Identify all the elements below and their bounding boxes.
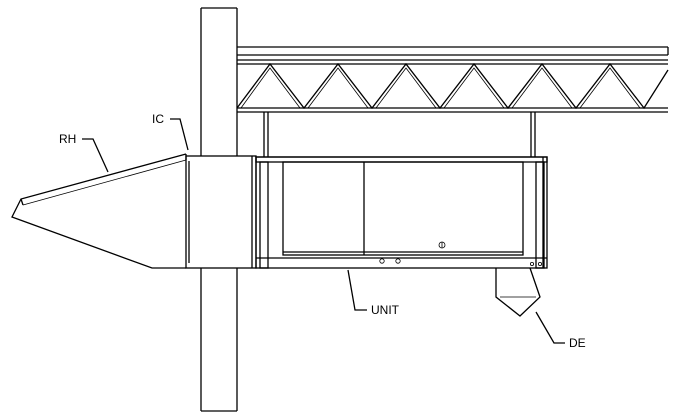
roof-deck <box>237 46 669 56</box>
label-ic: IC <box>152 112 164 126</box>
discharge-elbow <box>495 267 541 317</box>
roof-truss <box>236 59 669 113</box>
intake-collar <box>185 155 257 269</box>
wall <box>200 7 238 412</box>
label-rh: RH <box>59 132 76 146</box>
rain-hood <box>11 153 187 269</box>
label-de: DE <box>569 336 586 350</box>
hanger-rods <box>263 112 544 268</box>
label-unit: UNIT <box>371 303 400 317</box>
leader-lines <box>82 118 565 344</box>
unit-housing <box>255 156 548 269</box>
